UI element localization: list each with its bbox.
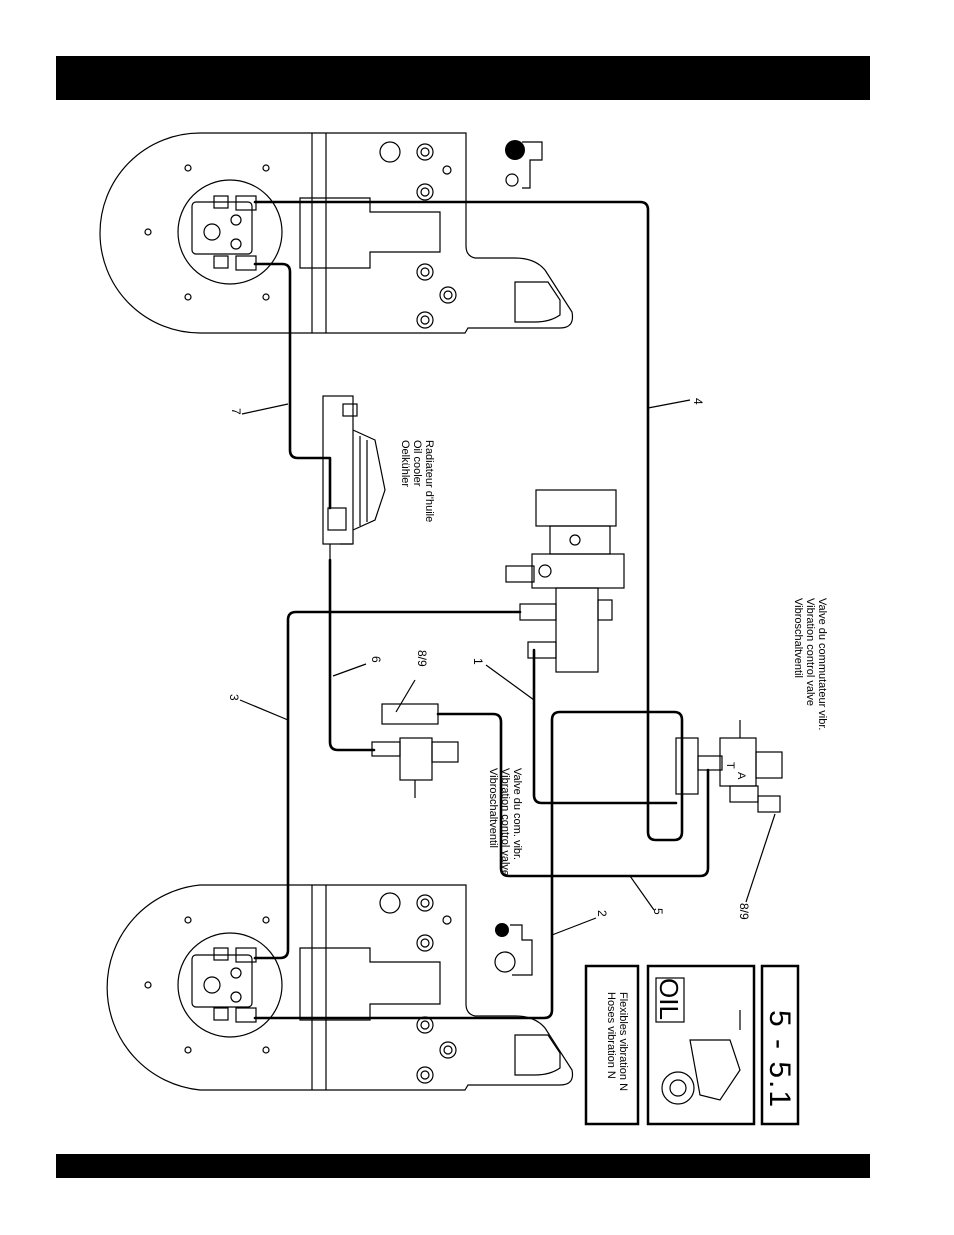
hose-number-2: 2 bbox=[595, 910, 609, 917]
oil-sign-text: OIL bbox=[654, 978, 684, 1020]
valve-center-label-line3: Valve du com. vibr. bbox=[511, 768, 523, 860]
hose-6 bbox=[330, 560, 374, 750]
hoses bbox=[255, 202, 708, 1018]
hose-5 bbox=[438, 714, 708, 876]
fitting-number-center: 8/9 bbox=[415, 650, 429, 667]
legend-title-line2: Flexibles vibration N bbox=[617, 992, 629, 1091]
orientation-pictogram-top bbox=[505, 140, 542, 188]
port-letter-t: T bbox=[724, 762, 736, 769]
valve-center-label-line2: Vibration control valve bbox=[499, 768, 511, 876]
hose-7 bbox=[255, 264, 330, 508]
fitting-number-right: 8/9 bbox=[737, 903, 751, 920]
hose-number-7: 7 bbox=[229, 408, 243, 415]
upper-drum-frame bbox=[100, 133, 573, 333]
vibration-pump bbox=[506, 490, 624, 672]
oil-cooler-label-line2: Oil cooler bbox=[411, 440, 423, 487]
hose-4 bbox=[255, 202, 682, 1018]
legend-title-line1: Hoses vibration N bbox=[605, 992, 617, 1079]
valve-right-label-line3: Valve du commutateur vibr. bbox=[816, 598, 828, 730]
hose-number-1: 1 bbox=[471, 658, 485, 665]
valve-right-label: Vibroschaltventil Vibration control valv… bbox=[792, 598, 828, 730]
lower-drum-frame bbox=[107, 885, 572, 1090]
oil-cooler-label-line3: Radiateur d'huile bbox=[423, 440, 435, 522]
valve-center-label-line1: Vibroschaltventil bbox=[487, 768, 499, 848]
hose-number-3: 3 bbox=[227, 694, 241, 701]
valve-right-label-line2: Vibration control valve bbox=[804, 598, 816, 706]
valve-right-label-line1: Vibroschaltventil bbox=[792, 598, 804, 678]
page-number: 5 - 5.1 bbox=[763, 1010, 796, 1109]
oil-cooler bbox=[323, 396, 385, 560]
valve-center-label: Vibroschaltventil Vibration control valv… bbox=[487, 768, 523, 876]
oil-cooler-label: Oelkühler Oil cooler Radiateur d'huile bbox=[399, 440, 435, 522]
oil-cooler-label-line1: Oelkühler bbox=[399, 440, 411, 487]
port-letter-a: A bbox=[735, 772, 747, 780]
orientation-pictogram-bottom bbox=[495, 923, 532, 975]
hose-number-4: 4 bbox=[691, 398, 705, 405]
hose-1 bbox=[534, 650, 676, 803]
hose-number-5: 5 bbox=[651, 908, 665, 915]
hose-number-6: 6 bbox=[369, 656, 383, 663]
legend-block: Hoses vibration N Flexibles vibration N … bbox=[586, 966, 798, 1124]
vibration-valve-center bbox=[372, 704, 458, 798]
oil-pictogram: OIL bbox=[654, 978, 740, 1104]
